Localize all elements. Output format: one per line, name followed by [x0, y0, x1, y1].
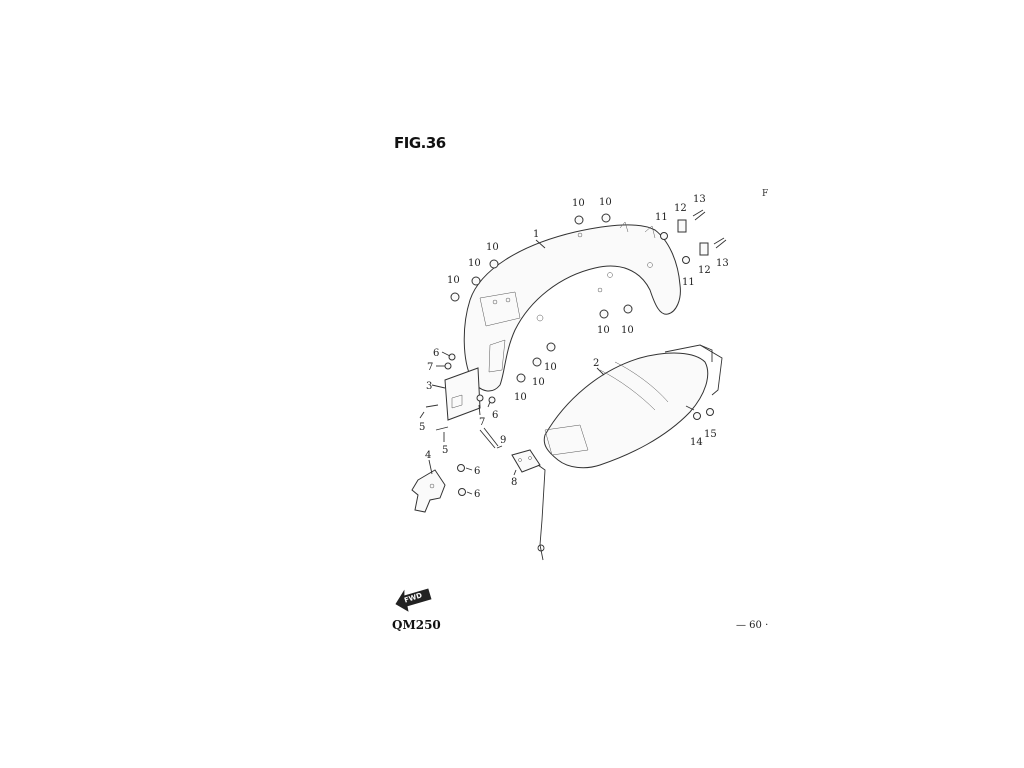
callout-12b: 12 — [698, 265, 711, 276]
callout-6a: 6 — [433, 348, 439, 359]
callout-10f: 10 — [597, 325, 610, 336]
callout-11b: 11 — [682, 277, 695, 288]
fwd-arrow-icon — [395, 588, 432, 612]
callout-8: 8 — [511, 477, 517, 488]
page-number: — 60 · — [736, 620, 769, 631]
callout-15: 15 — [704, 429, 717, 440]
bolt-markers — [425, 209, 727, 496]
leader-lines — [419, 239, 605, 495]
callout-13a: 13 — [693, 194, 706, 205]
callout-7a: 7 — [427, 362, 433, 373]
callout-6b: 6 — [492, 410, 498, 421]
nut-markers — [450, 213, 633, 383]
callout-10c: 10 — [486, 242, 499, 253]
license-bracket-part — [411, 469, 446, 513]
callout-10i: 10 — [532, 377, 545, 388]
edge-mark: F — [762, 189, 769, 199]
callout-10d: 10 — [468, 258, 481, 269]
callout-10h: 10 — [544, 362, 557, 373]
callout-5b: 5 — [442, 445, 448, 456]
callout-2: 2 — [593, 358, 599, 369]
callout-10a: 10 — [572, 198, 585, 209]
callout-labels: 1 2 3 4 5 5 6 6 6 6 7 7 8 9 10 10 10 10 … — [419, 194, 729, 500]
callout-11a: 11 — [655, 212, 668, 223]
callout-7b: 7 — [479, 417, 485, 428]
callout-5a: 5 — [419, 422, 425, 433]
callout-3: 3 — [426, 381, 432, 392]
callout-10b: 10 — [599, 197, 612, 208]
bracket-plate-part — [444, 367, 481, 421]
callout-13b: 13 — [716, 258, 729, 269]
callout-6d: 6 — [474, 489, 480, 500]
callout-9: 9 — [500, 435, 506, 446]
inner-fender-part — [543, 344, 723, 469]
callout-12a: 12 — [674, 203, 687, 214]
callout-1: 1 — [533, 229, 539, 240]
figure-title: FIG.36 — [394, 134, 446, 152]
callout-10j: 10 — [514, 392, 527, 403]
callout-4: 4 — [425, 450, 431, 461]
callout-14: 14 — [690, 437, 703, 448]
reflector-plate-part — [511, 449, 546, 561]
callout-10g: 10 — [621, 325, 634, 336]
callout-10e: 10 — [447, 275, 460, 286]
rear-fender-part — [463, 221, 681, 392]
callout-6c: 6 — [474, 466, 480, 477]
model-name: QM250 — [392, 618, 441, 632]
